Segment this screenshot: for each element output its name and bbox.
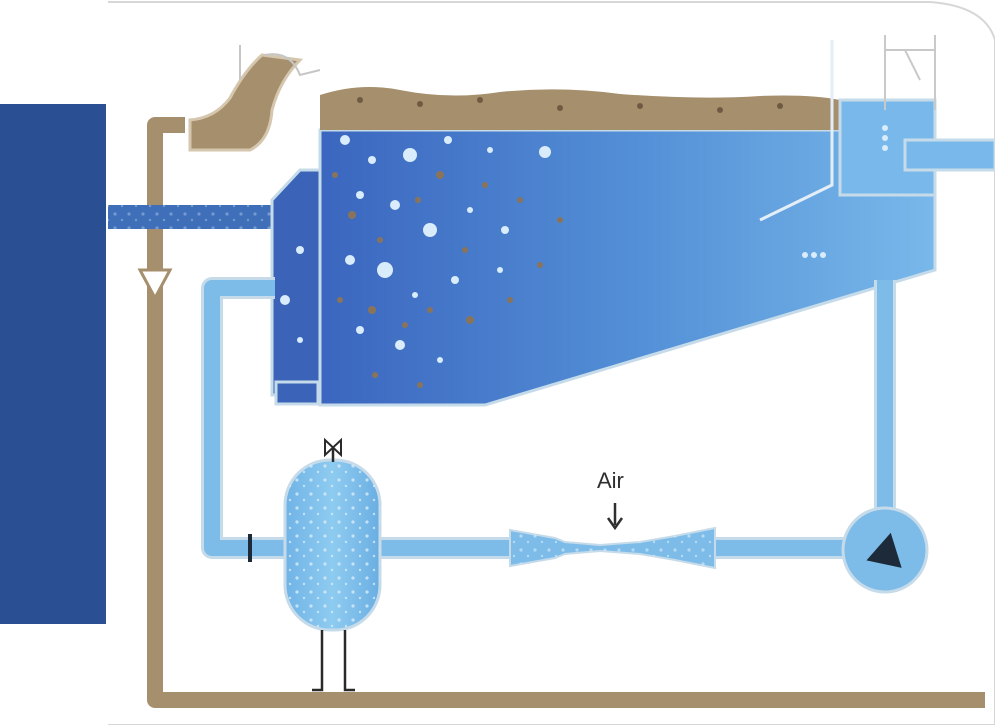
sludge-particles bbox=[332, 97, 783, 388]
inlet-chamber bbox=[270, 168, 322, 397]
vessel-legs bbox=[312, 630, 355, 692]
outlet-frame bbox=[884, 35, 936, 110]
sludge-scoop-rim bbox=[239, 45, 321, 80]
outlet-weir bbox=[759, 40, 834, 222]
air-label: Air bbox=[597, 468, 624, 493]
valve-icon bbox=[324, 437, 342, 462]
float-sludge-layer bbox=[320, 86, 840, 130]
flow-arrow-icon bbox=[137, 268, 173, 302]
side-accent-bar bbox=[0, 104, 106, 624]
bubbles bbox=[280, 125, 888, 363]
sludge-scoop bbox=[188, 53, 304, 152]
inlet-chamber-foot bbox=[274, 380, 320, 406]
pump-icon bbox=[841, 506, 929, 594]
outlet-pipe bbox=[903, 138, 995, 172]
arrow-down-icon bbox=[606, 503, 624, 531]
sludge-return-channel bbox=[147, 117, 985, 708]
